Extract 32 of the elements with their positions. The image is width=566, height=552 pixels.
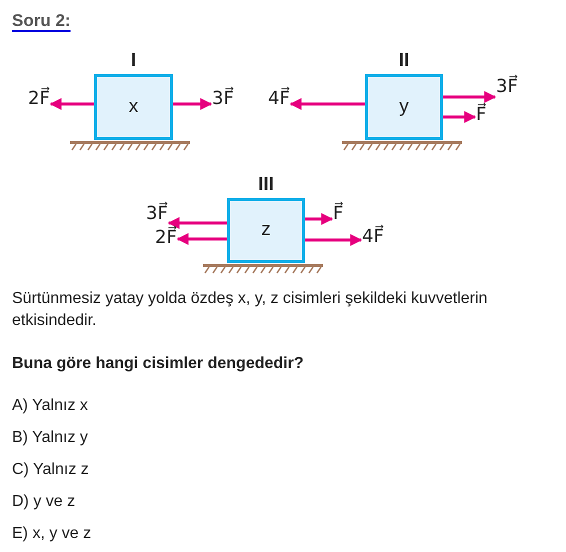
force-label: 4F⃗ xyxy=(362,226,384,248)
block-label: x xyxy=(128,94,138,119)
answer-option: D) y ve z xyxy=(12,491,512,513)
question-text: Sürtünmesiz yatay yolda özdeş x, y, z cisimleri şekildeki kuvvetlerin etkisindedir. xyxy=(12,289,488,331)
force-label: 4F⃗ xyxy=(268,88,290,110)
force-label: 3F⃗ xyxy=(146,203,168,225)
force-label: 3F⃗ xyxy=(496,76,518,98)
block-label: y xyxy=(399,94,409,119)
force-label: 2F⃗ xyxy=(155,227,177,249)
answer-option: C) Yalnız z xyxy=(12,459,512,481)
force-label: F⃗ xyxy=(333,203,344,225)
block-number: III xyxy=(257,173,275,197)
answer-option: E) x, y ve z xyxy=(12,523,512,545)
force-arrow xyxy=(443,91,496,103)
answer-option: A) Yalnız x xyxy=(12,395,512,417)
force-arrow xyxy=(176,233,227,245)
force-label: 2F⃗ xyxy=(28,88,50,110)
force-label: F⃗ xyxy=(476,104,486,126)
block-number: I xyxy=(130,49,138,73)
force-arrow xyxy=(50,98,94,110)
block-number: II xyxy=(398,49,410,73)
force-arrow xyxy=(443,111,476,123)
force-label: 3F⃗ xyxy=(212,88,234,110)
block-label: z xyxy=(261,218,271,242)
question-prompt: Buna göre hangi cisimler dengededir? xyxy=(12,354,305,374)
force-arrow xyxy=(173,98,212,110)
force-arrow xyxy=(168,217,227,229)
force-arrow xyxy=(290,98,365,110)
question-title: Soru 2: xyxy=(12,10,71,32)
force-arrow xyxy=(305,234,362,246)
answer-option: B) Yalnız y xyxy=(12,427,512,449)
force-arrow xyxy=(305,213,334,225)
